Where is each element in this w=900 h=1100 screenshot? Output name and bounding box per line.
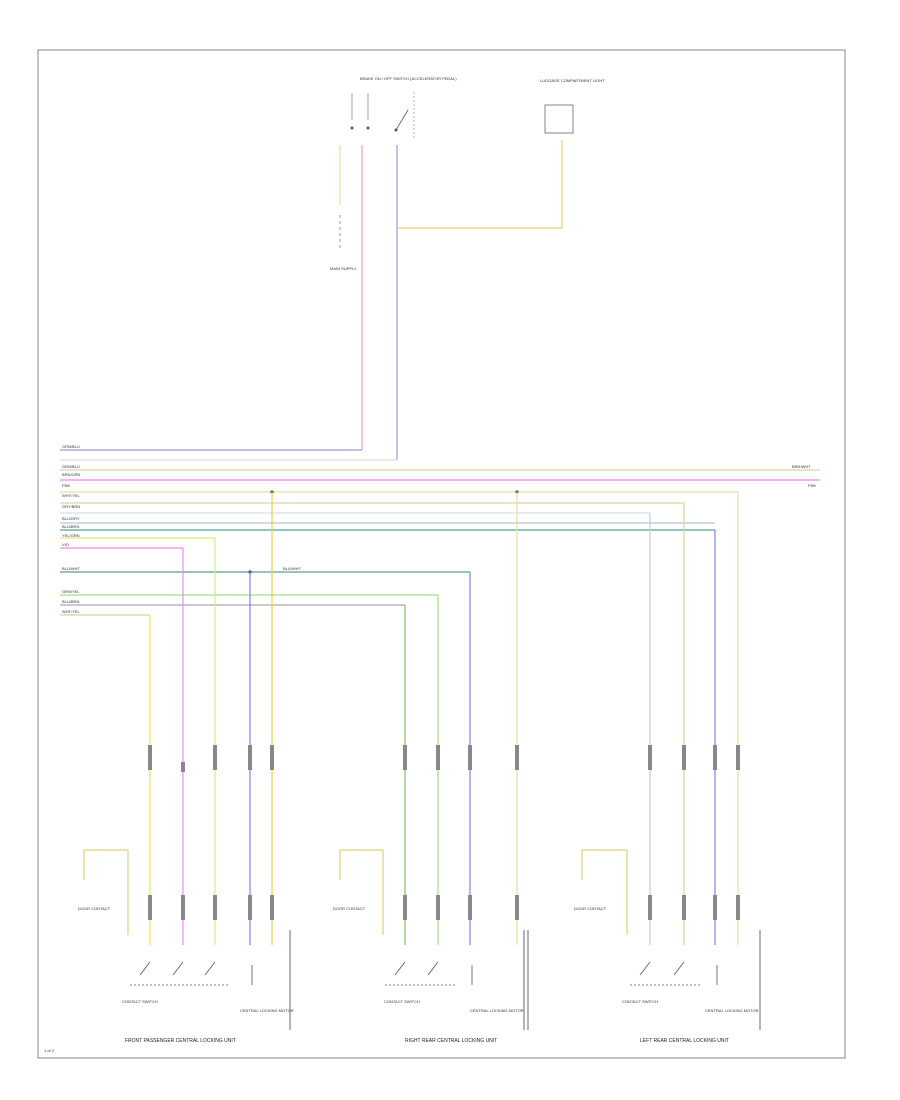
diagram-border xyxy=(37,49,846,1059)
switch-contacts xyxy=(130,961,718,986)
bus-label: YEL/GRN xyxy=(62,533,80,538)
door-contact-label: DOOR CONTACT xyxy=(78,906,111,911)
contact-switch-label: CONTACT SWITCH xyxy=(622,999,658,1004)
module-front-label: FRONT PASSENGER CENTRAL LOCKING UNIT xyxy=(125,1038,236,1044)
main-supply-connector: MAIN SUPPLY xyxy=(330,266,357,271)
module-rear-left-label: RIGHT REAR CENTRAL LOCKING UNIT xyxy=(405,1038,497,1044)
motor-label: CENTRAL LOCKING MOTOR xyxy=(705,1008,759,1013)
luggage-lamp-label: LUGGAGE COMPARTMENT LIGHT xyxy=(540,78,605,83)
bus-label: BLU/WHT xyxy=(62,566,81,571)
bus-label: BRN/GRN xyxy=(62,472,81,477)
bus-label: GRY/BRN xyxy=(62,504,80,509)
bus-label: VIO xyxy=(62,542,69,547)
bus-label: BLU/BRN xyxy=(62,524,79,529)
contact-switch-label: CONTACT SWITCH xyxy=(122,999,158,1004)
bus-label: GRN/YEL xyxy=(62,589,80,594)
bus-label-right: PNK xyxy=(808,483,817,488)
main-supply-label: MAIN SUPPLY xyxy=(330,266,357,271)
motor-label: CENTRAL LOCKING MOTOR xyxy=(240,1008,294,1013)
page-indicator: 1 of 2 xyxy=(44,1048,55,1053)
luggage-lamp: LUGGAGE COMPARTMENT LIGHT xyxy=(540,78,605,134)
bus-label: WHT/YEL xyxy=(62,493,81,498)
bus-label-right: BRN/WHT xyxy=(792,464,811,469)
motor-label: CENTRAL LOCKING MOTOR xyxy=(470,1008,524,1013)
module-rear-right-label: LEFT REAR CENTRAL LOCKING UNIT xyxy=(640,1038,729,1044)
bus-labels: GRN/BLU GRN/BLU BRN/GRN PNK WHT/YEL GRY/… xyxy=(62,444,817,614)
door-contact-label: DOOR CONTACT xyxy=(574,906,607,911)
brake-switch-label: BRAKE ON / OFF SWITCH (ACCELERATOR PEDAL… xyxy=(360,76,457,81)
bus-label: WHT/YEL xyxy=(62,609,81,614)
bus-label-mid: BLU/WHT xyxy=(283,566,302,571)
bus-label: PNK xyxy=(62,483,71,488)
door-contact-label: DOOR CONTACT xyxy=(333,906,366,911)
bus-label: GRN/BLU xyxy=(62,444,80,449)
contact-switch-label: CONTACT SWITCH xyxy=(384,999,420,1004)
bus-label: GRN/BLU xyxy=(62,464,80,469)
brake-switch: BRAKE ON / OFF SWITCH (ACCELERATOR PEDAL… xyxy=(350,76,457,140)
bus-label: BLU/GRY xyxy=(62,516,80,521)
connector-markers xyxy=(148,745,740,920)
bus-label: BLU/BRN xyxy=(62,599,79,604)
